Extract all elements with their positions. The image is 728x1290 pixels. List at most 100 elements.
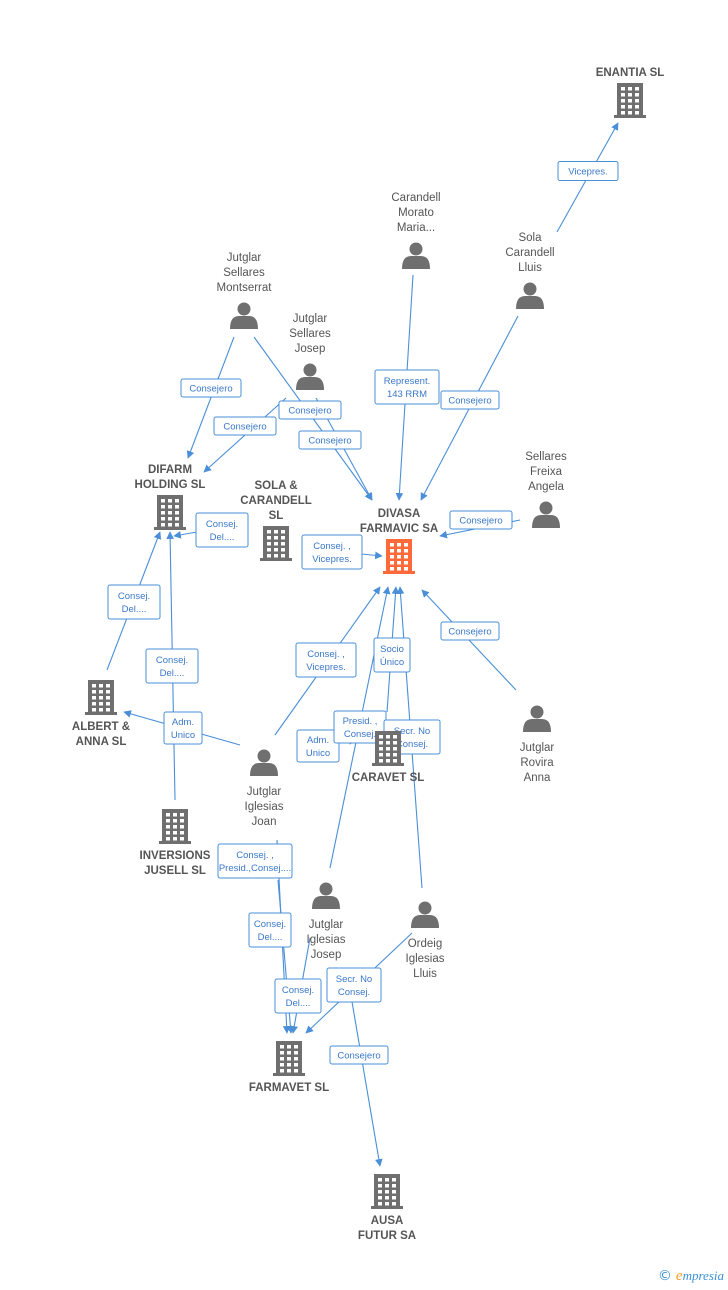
edge-label-box[interactable] (449, 510, 513, 530)
node-label: ALBERT & (72, 721, 130, 733)
footer-brand: © empresia (658, 1266, 724, 1286)
edge-label-box[interactable] (329, 1045, 389, 1065)
edge-label-text: Consej. (156, 655, 188, 666)
node-label: Freixa (530, 466, 563, 478)
edge-label-box[interactable] (374, 369, 440, 405)
edge-label-jutglar_iglesias_joan-to-farmavet[interactable]: Consej.Del.... (248, 912, 292, 948)
edge-label-text: Adm. (307, 735, 329, 746)
node-label: ENANTIA SL (596, 67, 665, 79)
node-label: SOLA & (254, 480, 297, 492)
edge-label-albert_anna-to-difarm[interactable]: Consej.Del.... (107, 584, 161, 620)
edge-label-box[interactable] (107, 584, 161, 620)
edge-label-jutglar_sellares_josep-to-difarm[interactable]: Consejero (213, 416, 277, 436)
edge-label-box[interactable] (180, 378, 242, 398)
edge-label-box[interactable] (296, 729, 340, 763)
node-label: Carandell (505, 247, 554, 259)
edge-label-jutglar_sellares_josep-to-divasa[interactable]: Consejero (278, 400, 342, 420)
edge-label-box[interactable] (557, 161, 619, 181)
edge-label-text: Vicepres. (306, 662, 345, 673)
node-carandell-morato[interactable]: CarandellMoratoMaria... (391, 192, 441, 269)
edge-label-text: Vicepres. (312, 554, 351, 565)
edge-label-sola_carandell_sl-to-divasa[interactable]: Consej. ,Vicepres. (301, 534, 363, 570)
edge-label-text: Consej. (282, 985, 314, 996)
edge-label-text: Consej. (396, 739, 428, 750)
edge-label-sellares_freixa-to-divasa[interactable]: Consejero (449, 510, 513, 530)
edge-label-carandell_morato-to-divasa[interactable]: Represent.143 RRM (374, 369, 440, 405)
node-enantia[interactable]: ENANTIA SL (596, 67, 665, 118)
edge-label-inversions_jusell-to-difarm[interactable]: Consej.Del.... (145, 648, 199, 684)
edge-label-jutglar_iglesias_joan-to-farmavet[interactable]: Consej. ,Presid.,Consej.... (217, 843, 293, 879)
node-label: Jutglar (309, 919, 344, 931)
edge-label-box[interactable] (217, 843, 293, 879)
edge-label-sola_carandell_lluis-to-divasa[interactable]: Consejero (440, 390, 500, 410)
edge-label-text: 143 RRM (387, 389, 427, 400)
node-label: FUTUR SA (358, 1230, 416, 1242)
edge-label-text: Secr. No (394, 726, 430, 737)
edge-label-jutglar_iglesias_joan-to-albert_anna[interactable]: Adm.Unico (163, 711, 203, 745)
edge-label-text: Vicepres. (568, 167, 607, 178)
edge-label-box[interactable] (295, 642, 357, 678)
edge-label-text: Consejero (459, 516, 502, 527)
edge-label-box[interactable] (440, 621, 500, 641)
edge-label-jutglar_sellares_montserrat-to-difarm[interactable]: Consejero (180, 378, 242, 398)
edge-label-box[interactable] (213, 416, 277, 436)
person-icon (532, 501, 560, 528)
edge-label-box[interactable] (440, 390, 500, 410)
edge-label-box[interactable] (163, 711, 203, 745)
edge-label-jutglar_iglesias_josep-to-ausa[interactable]: Consejero (329, 1045, 389, 1065)
edge-label-sola_carandell_sl-to-difarm[interactable]: Consej.Del.... (195, 512, 249, 548)
node-caravet[interactable]: CARAVET SL (352, 731, 425, 784)
edge-label-jutglar_iglesias_joan-to-caravet[interactable]: Adm.Unico (296, 729, 340, 763)
edge-label-box[interactable] (298, 430, 362, 450)
person-icon (312, 882, 340, 909)
node-label: Iglesias (245, 801, 284, 813)
edge-label-box[interactable] (195, 512, 249, 548)
edge-label-text: Del.... (122, 604, 147, 615)
edge-label-box[interactable] (373, 637, 411, 673)
edge-label-jutglar_iglesias_joan-to-divasa[interactable]: Consej. ,Vicepres. (295, 642, 357, 678)
node-divasa[interactable]: DIVASA FARMAVIC SA (360, 508, 438, 574)
edge-label-box[interactable] (248, 912, 292, 948)
edge-label-text: Del.... (286, 998, 311, 1009)
edge-label-box[interactable] (145, 648, 199, 684)
node-albert-anna[interactable]: ALBERT &ANNA SL (72, 680, 130, 748)
node-label: Sellares (223, 267, 265, 279)
edge-label-box[interactable] (301, 534, 363, 570)
edge-label-jutglar_sellares_montserrat-to-divasa[interactable]: Consejero (298, 430, 362, 450)
brand-logo[interactable]: empresia (676, 1268, 724, 1285)
node-label: Ordeig (408, 938, 443, 950)
edge-label-text: Presid.,Consej.... (219, 863, 291, 874)
edge-label-box[interactable] (326, 967, 382, 1003)
edge-label-jutglar_iglesias_josep-to-farmavet[interactable]: Consej. Del.... (274, 978, 322, 1014)
person-icon (516, 282, 544, 309)
building-icon (85, 680, 117, 715)
edge-label-box[interactable] (278, 400, 342, 420)
node-farmavet[interactable]: FARMAVET SL (249, 1041, 329, 1094)
edge-label-text: Consej. (206, 519, 238, 530)
node-label: Jutglar (293, 313, 328, 325)
edge-label-text: Unico (171, 730, 195, 741)
edge-label-text: Del.... (258, 932, 283, 943)
edge-label-jutglar_rovira-to-divasa[interactable]: Consejero (440, 621, 500, 641)
node-label: DIVASA (378, 508, 421, 520)
edge-label-sola_carandell_lluis-to-enantia[interactable]: Vicepres. (557, 161, 619, 181)
node-label: FARMAVIC SA (360, 523, 438, 535)
node-label: Jutglar (247, 786, 282, 798)
node-label: Iglesias (406, 953, 445, 965)
edge-label-box[interactable] (274, 978, 322, 1014)
edge-label-text: Consej. (338, 987, 370, 998)
